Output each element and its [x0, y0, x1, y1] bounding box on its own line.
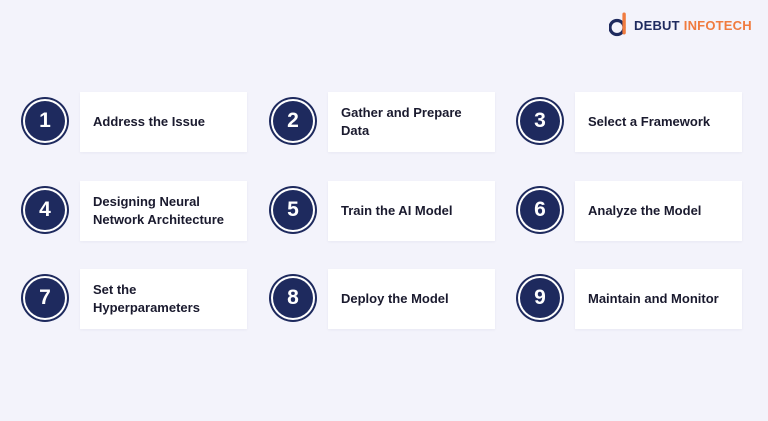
step-card: Gather and Prepare Data	[328, 92, 495, 152]
step-label: Train the AI Model	[341, 203, 453, 218]
step-card: Deploy the Model	[328, 269, 495, 329]
step-number-badge: 2	[273, 101, 313, 141]
step-number: 1	[39, 109, 51, 132]
step-number-badge: 8	[273, 278, 313, 318]
step-number: 8	[287, 286, 299, 309]
step-number-badge: 3	[520, 101, 560, 141]
step-label: Address the Issue	[93, 114, 205, 129]
step-number-badge: 7	[25, 278, 65, 318]
step-1: Address the Issue 1	[25, 92, 249, 154]
step-label: Set the Hyperparameters	[93, 282, 200, 315]
step-2: Gather and Prepare Data 2	[273, 92, 497, 154]
step-label: Maintain and Monitor	[588, 291, 719, 306]
step-label: Select a Framework	[588, 114, 711, 129]
step-card: Address the Issue	[80, 92, 247, 152]
step-number: 2	[287, 109, 299, 132]
step-number-badge: 5	[273, 190, 313, 230]
step-number-badge: 6	[520, 190, 560, 230]
step-9: Maintain and Monitor 9	[520, 269, 744, 331]
debut-logo-icon	[609, 12, 626, 37]
step-label: Designing Neural Network Architecture	[93, 194, 224, 227]
step-number: 6	[534, 198, 546, 221]
brand-name-primary: DEBUT	[634, 17, 680, 33]
step-6: Analyze the Model 6	[520, 181, 744, 243]
step-number: 4	[39, 198, 51, 221]
step-3: Select a Framework 3	[520, 92, 744, 154]
step-card: Analyze the Model	[575, 181, 742, 241]
step-8: Deploy the Model 8	[273, 269, 497, 331]
step-7: Set the Hyperparameters 7	[25, 269, 249, 331]
step-number-badge: 1	[25, 101, 65, 141]
step-number-badge: 9	[520, 278, 560, 318]
step-card: Select a Framework	[575, 92, 742, 152]
brand-name-accent: INFOTECH	[683, 17, 752, 33]
step-5: Train the AI Model 5	[273, 181, 497, 243]
step-label: Analyze the Model	[588, 203, 702, 218]
step-card: Maintain and Monitor	[575, 269, 742, 329]
step-card: Designing Neural Network Architecture	[80, 181, 247, 241]
step-4: Designing Neural Network Architecture 4	[25, 181, 249, 243]
step-number: 7	[39, 286, 51, 309]
step-number-badge: 4	[25, 190, 65, 230]
step-number: 3	[534, 109, 546, 132]
step-number: 5	[287, 198, 299, 221]
step-label: Deploy the Model	[341, 291, 449, 306]
step-number: 9	[534, 286, 546, 309]
step-label: Gather and Prepare Data	[341, 105, 462, 138]
step-card: Set the Hyperparameters	[80, 269, 247, 329]
step-card: Train the AI Model	[328, 181, 495, 241]
